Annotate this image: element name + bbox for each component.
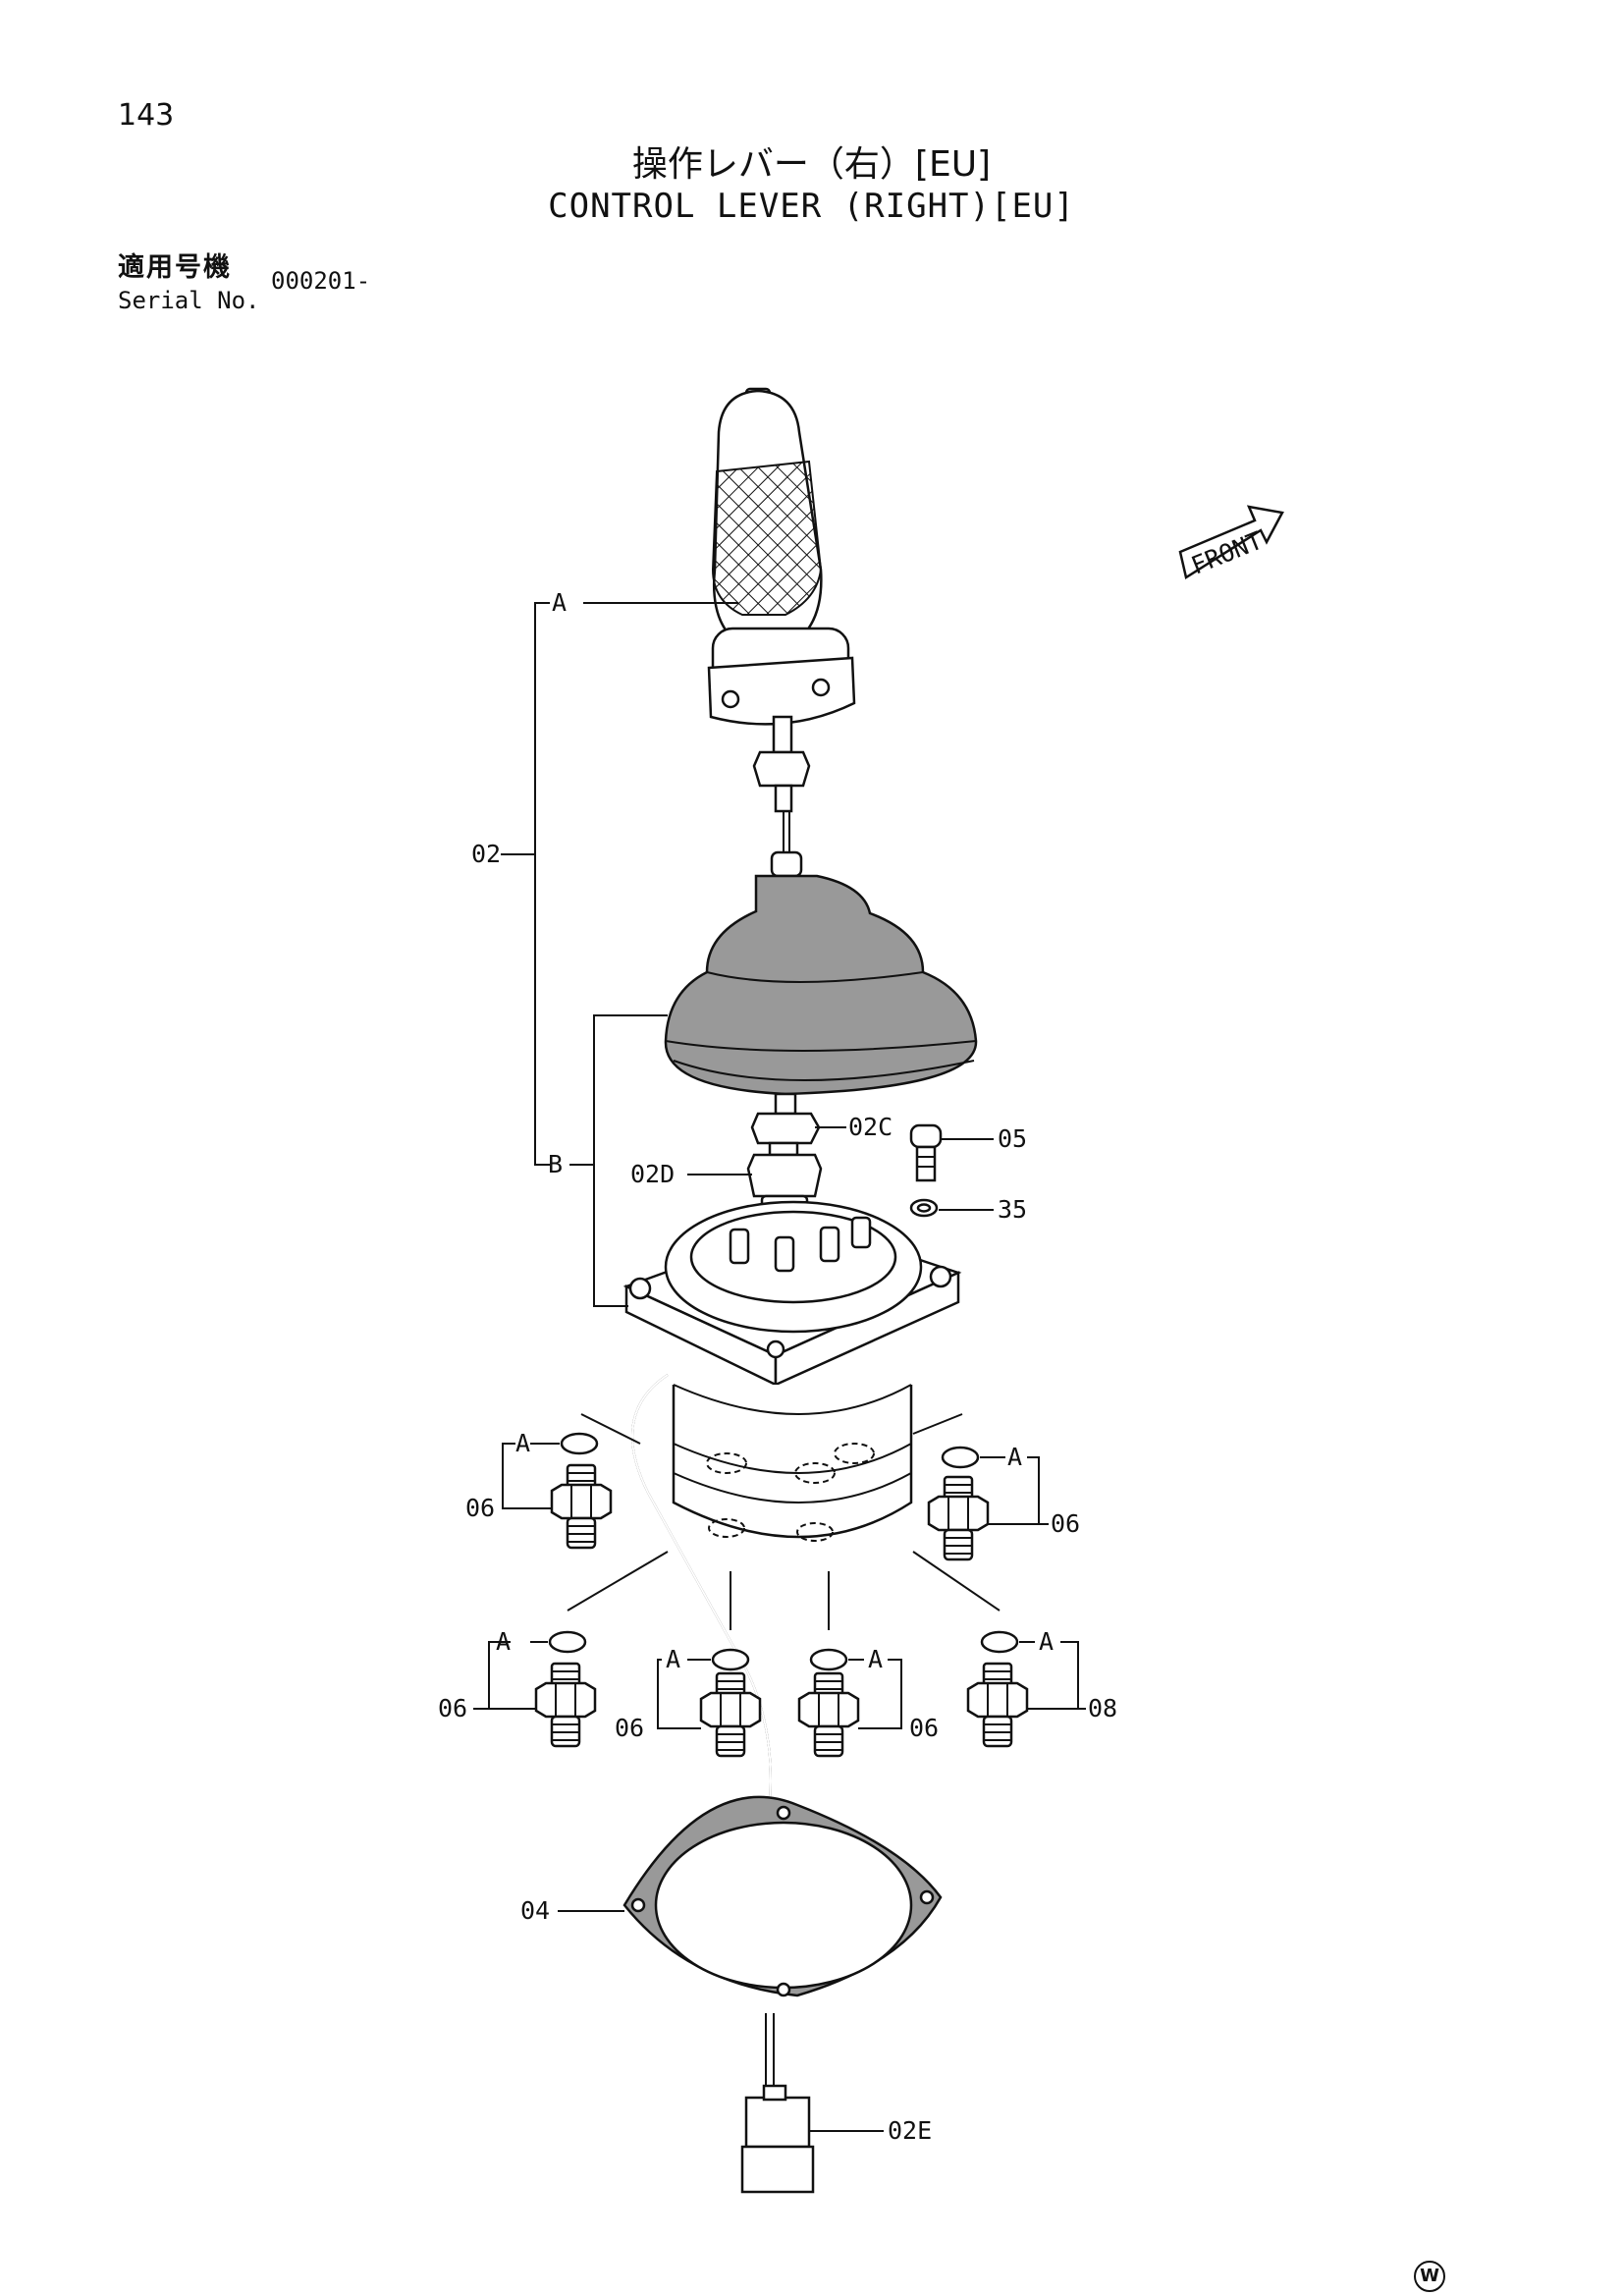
- fitting-08-bottom-4: [966, 1662, 1029, 1748]
- callout-a-bottom-3: A: [868, 1645, 883, 1673]
- bolt-05: [909, 1123, 943, 1182]
- callout-a-grip: A: [552, 588, 567, 617]
- grip-assembly: [707, 387, 856, 864]
- callout-05: 05: [998, 1124, 1027, 1153]
- callout-06-bottom-3: 06: [909, 1714, 939, 1742]
- callout-b: B: [548, 1150, 563, 1178]
- o-ring-bottom-1: [548, 1630, 587, 1654]
- nut-02c: [750, 1092, 821, 1145]
- serial-number-value: 000201-: [271, 267, 371, 295]
- callout-06-bottom-2: 06: [615, 1714, 644, 1742]
- fitting-06-left-upper: [550, 1463, 613, 1550]
- connector-02e: [740, 2013, 815, 2194]
- fitting-06-bottom-1: [534, 1662, 597, 1748]
- callout-35: 35: [998, 1195, 1027, 1224]
- callout-06-right-upper: 06: [1051, 1509, 1080, 1538]
- callout-a-bottom-1: A: [496, 1627, 511, 1656]
- callout-08-bottom-4: 08: [1088, 1694, 1117, 1722]
- fitting-06-bottom-3: [797, 1671, 860, 1758]
- callout-02e: 02E: [888, 2116, 932, 2145]
- callout-02c: 02C: [848, 1113, 893, 1141]
- fitting-06-bottom-2: [699, 1671, 762, 1758]
- leader-lines: [473, 602, 1086, 2132]
- callout-a-bottom-4: A: [1039, 1627, 1054, 1656]
- fitting-06-right-upper: [927, 1475, 990, 1561]
- o-ring-bottom-2: [711, 1648, 750, 1671]
- o-ring-bottom-3: [809, 1648, 848, 1671]
- callout-02d: 02D: [630, 1160, 675, 1188]
- title-english: CONTROL LEVER (RIGHT)[EU]: [548, 187, 1075, 226]
- front-arrow-icon: FRONT: [1178, 505, 1284, 580]
- callout-a-bottom-2: A: [666, 1645, 680, 1673]
- callout-02: 02: [471, 840, 501, 868]
- title-japanese: 操作レバー（右）[EU]: [631, 144, 992, 185]
- callout-06-left-upper: 06: [465, 1494, 495, 1522]
- serial-label-english: Serial No.: [118, 287, 260, 314]
- rubber-boot: [664, 850, 978, 1096]
- control-valve-body: [622, 1200, 962, 2013]
- washer-35: [909, 1198, 939, 1218]
- o-ring-bottom-4: [980, 1630, 1019, 1654]
- o-ring-right-upper: [941, 1446, 980, 1469]
- callout-04: 04: [520, 1896, 550, 1925]
- serial-label-japanese: 適用号機: [118, 252, 232, 283]
- o-ring-left-upper: [560, 1432, 599, 1455]
- watermark-w-icon: W: [1414, 2261, 1445, 2292]
- callout-a-left-upper: A: [515, 1429, 530, 1457]
- callout-06-bottom-1: 06: [438, 1694, 467, 1722]
- callout-a-right-upper: A: [1007, 1443, 1022, 1471]
- gasket-04: [622, 1795, 943, 1997]
- page-number: 143: [118, 98, 175, 133]
